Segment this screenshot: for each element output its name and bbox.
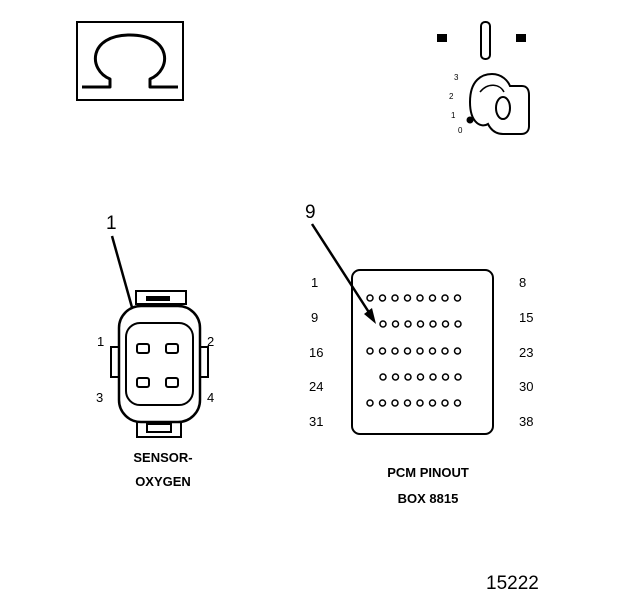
sensor-connector: 1 1 2 3 4 SENSOR- OXYGEN <box>96 213 214 489</box>
ohmmeter-symbol <box>76 21 184 101</box>
pcm-pin-21 <box>428 347 437 355</box>
pcm-pin-5 <box>416 294 424 302</box>
pcm-pin-31 <box>366 399 374 407</box>
connector-cavity-2 <box>165 343 179 354</box>
sensor-pin-label-4: 4 <box>207 390 214 405</box>
pcm-pin-8 <box>453 294 462 302</box>
key-pointer-dot <box>466 116 474 124</box>
pcm-pin-12 <box>416 320 425 328</box>
pcm-callout-arrowhead <box>364 308 376 324</box>
key-position-0: 0 <box>458 126 463 135</box>
ignition-slot <box>480 21 491 60</box>
pcm-row-start-24: 24 <box>309 379 323 394</box>
pcm-pin-28 <box>429 373 437 381</box>
key-head-icon <box>468 72 530 135</box>
pcm-pin-6 <box>428 294 437 302</box>
pcm-row-start-9: 9 <box>311 310 318 325</box>
connector-body-inner <box>125 322 194 406</box>
pcm-pin-35 <box>416 399 424 407</box>
pcm-row-end-23: 23 <box>519 345 533 360</box>
pcm-pin-3 <box>391 294 399 302</box>
pcm-row-end-30: 30 <box>519 379 533 394</box>
connector-body-outer <box>117 304 202 424</box>
key-slot-oval <box>495 96 511 120</box>
sensor-callout-number: 1 <box>106 213 117 234</box>
ignition-mark-right <box>516 34 526 42</box>
pcm-pin-10 <box>391 320 400 328</box>
pcm-pin-18 <box>391 347 399 355</box>
pcm-pin-27 <box>416 373 425 381</box>
pcm-pin-20 <box>416 347 424 355</box>
pcm-pin-22 <box>441 347 449 355</box>
pcm-callout-arrow <box>310 223 372 315</box>
sensor-pin-label-3: 3 <box>96 390 103 405</box>
connector-cavity-1 <box>136 343 150 354</box>
pcm-row-end-15: 15 <box>519 310 533 325</box>
pcm-pin-38 <box>453 399 462 407</box>
pcm-pin-24 <box>379 373 387 381</box>
pcm-pin-1 <box>366 294 374 302</box>
connector-latch-bottom-inner <box>146 423 172 433</box>
pcm-pin-14 <box>441 320 450 328</box>
pcm-pin-25 <box>391 373 400 381</box>
pcm-pin-23 <box>453 347 462 355</box>
pcm-pin-32 <box>378 399 387 407</box>
pcm-pin-33 <box>391 399 399 407</box>
connector-cavity-4 <box>165 377 179 388</box>
pcm-pin-9 <box>379 320 387 328</box>
connector-latch-bottom <box>136 421 182 438</box>
pcm-pin-4 <box>403 294 412 302</box>
pcm-pin-29 <box>441 373 450 381</box>
pcm-pin-16 <box>366 347 374 355</box>
pcm-pin-26 <box>404 373 412 381</box>
key-position-2: 2 <box>449 92 454 101</box>
pcm-pin-37 <box>441 399 449 407</box>
sensor-title-line2: OXYGEN <box>135 474 191 489</box>
connector-cavity-3 <box>136 377 150 388</box>
pcm-row-start-31: 31 <box>309 414 323 429</box>
sensor-pin-label-1: 1 <box>97 334 104 349</box>
ohm-box <box>76 21 184 101</box>
pcm-callout-number: 9 <box>305 202 316 223</box>
pcm-pin-30 <box>454 373 462 381</box>
pcm-title-line2: BOX 8815 <box>398 491 459 506</box>
pcm-title-line1: PCM PINOUT <box>387 465 469 480</box>
pcm-pin-11 <box>404 320 412 328</box>
pcm-pin-19 <box>403 347 412 355</box>
pcm-row-start-1: 1 <box>311 275 318 290</box>
pcm-pin-17 <box>378 347 387 355</box>
pcm-pinout: 9 1 9 16 24 31 8 15 23 30 38 PCM PINOUT … <box>305 202 533 506</box>
ohm-icon <box>82 33 178 89</box>
pcm-pin-2 <box>378 294 387 302</box>
ignition-key-symbol: 3 2 1 0 <box>437 21 530 135</box>
connector-latch-slot <box>146 296 170 301</box>
pcm-pin-grid <box>366 294 462 407</box>
ignition-mark-left <box>437 34 447 42</box>
pcm-row-start-16: 16 <box>309 345 323 360</box>
pcm-pin-7 <box>441 294 449 302</box>
pcm-pin-13 <box>429 320 437 328</box>
pcm-row-end-8: 8 <box>519 275 526 290</box>
pcm-pin-34 <box>403 399 412 407</box>
pcm-pin-15 <box>454 320 462 328</box>
key-position-1: 1 <box>451 111 456 120</box>
pcm-pin-36 <box>428 399 437 407</box>
pcm-row-end-38: 38 <box>519 414 533 429</box>
sensor-pin-label-2: 2 <box>207 334 214 349</box>
pcm-connector-body <box>351 269 494 435</box>
figure-number: 15222 <box>486 573 539 594</box>
key-position-3: 3 <box>454 73 459 82</box>
key-ridge <box>479 84 505 93</box>
sensor-title-line1: SENSOR- <box>133 450 192 465</box>
connector-latch-top <box>135 290 187 305</box>
